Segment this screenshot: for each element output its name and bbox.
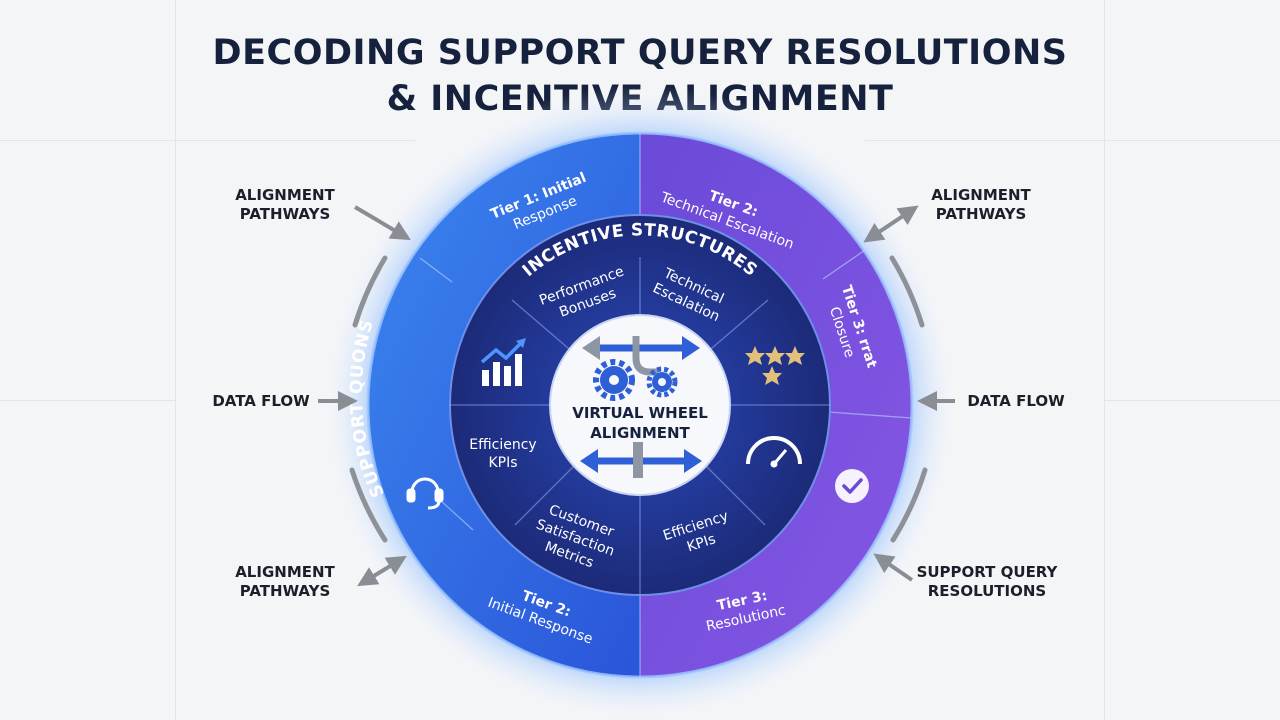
left-label-data-flow: DATA FLOW bbox=[212, 392, 310, 410]
grid-line bbox=[1104, 0, 1105, 720]
inner-segment-efficiency-kpis-left: Efficiency KPIs bbox=[469, 437, 536, 471]
right-label-data-flow: DATA FLOW bbox=[967, 392, 1065, 410]
right-label-support-query-resolutions: SUPPORT QUERY RESOLUTIONS bbox=[916, 563, 1058, 600]
side-arrows bbox=[318, 205, 955, 587]
checkmark-icon bbox=[835, 469, 869, 503]
grid-line bbox=[0, 140, 415, 141]
bar-chart-icon bbox=[480, 338, 526, 386]
arrow-right-bottom bbox=[873, 553, 914, 582]
gears-icon bbox=[593, 359, 678, 401]
arrow-right-top bbox=[863, 205, 919, 243]
svg-text:Efficiency: Efficiency bbox=[469, 437, 536, 453]
svg-text:KPIs: KPIs bbox=[488, 455, 517, 471]
title-line-1: DECODING SUPPORT QUERY RESOLUTIONS bbox=[212, 33, 1068, 73]
outer-guide-arcs bbox=[349, 255, 928, 543]
outer-segment-dividers bbox=[419, 133, 913, 677]
left-label-alignment-pathways-bottom: ALIGNMENT PATHWAYS bbox=[235, 563, 335, 600]
gauge-icon bbox=[746, 436, 802, 468]
arrow-left-bottom bbox=[357, 555, 407, 587]
headset-icon bbox=[406, 477, 444, 510]
right-label-alignment-pathways: ALIGNMENT PATHWAYS bbox=[931, 186, 1031, 223]
center-label-line-1: VIRTUAL WHEEL bbox=[572, 404, 708, 422]
left-label-alignment-pathways-top: ALIGNMENT PATHWAYS bbox=[235, 186, 335, 223]
stars-icon bbox=[745, 346, 805, 385]
grid-line bbox=[1105, 400, 1280, 401]
grid-line bbox=[0, 400, 175, 401]
grid-line bbox=[865, 140, 1280, 141]
center-label-line-2: ALIGNMENT bbox=[590, 424, 690, 442]
grid-line bbox=[175, 0, 176, 720]
center-arrows-icon bbox=[580, 336, 702, 478]
arrow-left-top bbox=[353, 205, 411, 241]
